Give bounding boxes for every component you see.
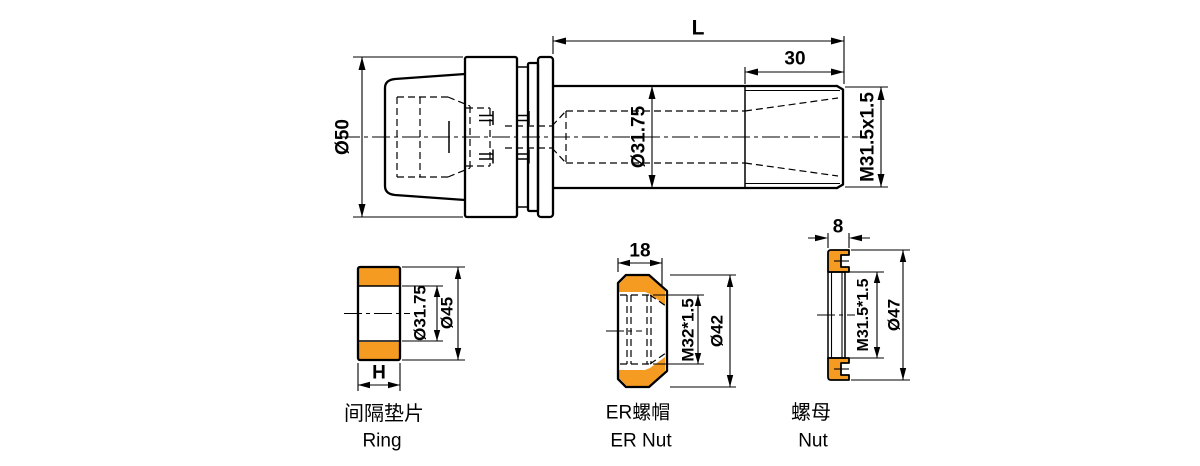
- main-thread-spec-label: M31.5x1.5: [857, 92, 879, 182]
- er-nut-thread-label: M32*1.5: [678, 298, 698, 362]
- arrow-left-icon: [745, 68, 758, 76]
- arrow-up-icon: [726, 275, 734, 287]
- dim-er-thread-lines: [653, 294, 704, 365]
- nut-od-label: Ø47: [884, 298, 904, 332]
- arrow-up-icon: [454, 267, 462, 279]
- arrow-up-icon: [899, 250, 907, 262]
- main-flange-dia-label: Ø50: [332, 119, 354, 155]
- ring-caption-cn: 间隔垫片: [344, 403, 424, 425]
- arrow-right-icon: [831, 37, 844, 45]
- arrow-down-icon: [358, 204, 366, 217]
- er-nut-section-bottom: [619, 357, 665, 386]
- arrow-up-icon: [873, 272, 881, 283]
- collet-taper-hidden: [744, 97, 839, 177]
- nut-caption-en: Nut: [798, 430, 828, 452]
- arrow-down-icon: [694, 353, 702, 364]
- arrow-right-icon: [388, 381, 400, 389]
- er-nut-caption-cn: ER螺帽: [605, 402, 671, 424]
- er-nut-thread-hidden: [620, 294, 652, 365]
- arrow-right-icon: [831, 68, 844, 76]
- er-nut-outline: [616, 273, 669, 389]
- arrow-left-icon: [553, 37, 566, 45]
- main-view-drawing: [342, 36, 888, 219]
- arrow-right-icon: [650, 259, 662, 267]
- main-thread-length-label: 30: [784, 48, 806, 70]
- pilot-bore-hidden: [505, 125, 552, 149]
- dim-flange-diameter-lines: [353, 56, 463, 218]
- arrow-down-icon: [899, 368, 907, 380]
- drive-slots: [479, 111, 530, 164]
- er-nut-drawing: [606, 258, 736, 389]
- flange-groove: [517, 66, 528, 208]
- arrow-left-icon: [849, 234, 862, 242]
- arrow-down-icon: [648, 175, 656, 188]
- er-nut-taper-hidden: [649, 294, 667, 365]
- ring-drawing: [344, 265, 465, 391]
- arrow-down-icon: [433, 330, 441, 341]
- arrow-left-icon: [358, 381, 370, 389]
- arrow-down-icon: [873, 347, 881, 358]
- arrow-left-icon: [618, 259, 630, 267]
- arrow-up-icon: [648, 86, 656, 99]
- shank-cavity-hidden: [396, 96, 471, 178]
- ring-bore-dia-label: Ø31.75: [410, 285, 430, 341]
- arrow-up-icon: [694, 295, 702, 306]
- shaft-bore-hidden: [566, 110, 745, 164]
- ring-section-bottom: [359, 342, 399, 359]
- nut-thread-label: M31.5*1.5: [855, 278, 872, 352]
- arrow-down-icon: [454, 348, 462, 360]
- main-length-label: L: [691, 16, 705, 40]
- dim-er-od-lines: [670, 274, 736, 388]
- arrow-right-icon: [815, 234, 828, 242]
- nut-drawing: [808, 233, 910, 381]
- dim-nut-width-lines: [808, 233, 870, 248]
- ring-width-label: H: [372, 362, 386, 384]
- arrow-up-icon: [358, 57, 366, 70]
- shank-outline: [383, 72, 467, 202]
- arrow-up-icon: [877, 87, 885, 100]
- main-shaft-dia-label: Ø31.75: [628, 105, 650, 169]
- arrow-down-icon: [726, 375, 734, 387]
- flange-bore-hidden: [466, 107, 491, 167]
- dim-nut-thread-lines: [847, 271, 884, 359]
- arrow-up-icon: [433, 286, 441, 297]
- dim-nut-od-lines: [851, 249, 910, 381]
- er-nut-width-label: 18: [629, 240, 651, 262]
- dim-thread-length-lines: [744, 67, 844, 84]
- nut-width-label: 8: [832, 216, 844, 238]
- arrow-down-icon: [877, 174, 885, 187]
- ring-od-label: Ø45: [437, 296, 457, 330]
- bore-cone-hidden: [551, 110, 567, 164]
- clamp-ridge: [536, 55, 555, 219]
- shaft-outline: [551, 84, 839, 190]
- nut-caption-cn: 螺母: [791, 402, 831, 424]
- dim-length-lines: [552, 36, 845, 84]
- er-nut-section-top: [619, 276, 665, 305]
- ring-caption-en: Ring: [362, 430, 402, 452]
- er-nut-od-label: Ø42: [707, 314, 727, 348]
- flange-outline: [463, 55, 519, 219]
- dim-thread-spec-lines: [845, 86, 888, 188]
- thread-end-face: [835, 84, 845, 190]
- thread-minor-lines: [745, 89, 840, 185]
- er-nut-caption-en: ER Nut: [610, 430, 672, 452]
- dim-ring-od-lines: [402, 266, 465, 361]
- ring-bore-edges: [358, 285, 400, 342]
- ring-section-top: [359, 268, 399, 286]
